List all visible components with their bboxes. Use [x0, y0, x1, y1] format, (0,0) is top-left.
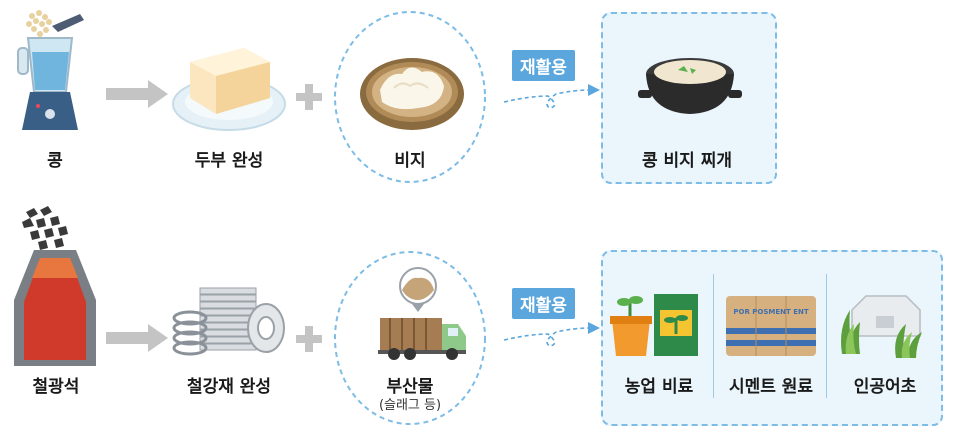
step-soybean-label: 콩: [47, 151, 63, 171]
gray-arrow-icon: [106, 324, 168, 352]
plus-icon: [296, 326, 322, 352]
step-iron-ore-label: 철광석: [32, 377, 80, 397]
okara-circle: [334, 11, 486, 183]
tofu-icon: [172, 48, 286, 131]
recycle-badge: 재활용: [512, 50, 575, 81]
result-fertilizer-label: 농업 비료: [624, 377, 694, 397]
step-steel-label: 철강재 완성: [186, 377, 272, 397]
dashed-arrow-icon: [503, 84, 600, 109]
step-byproduct-label: 부산물: [386, 377, 434, 397]
stew-pot-icon: [638, 58, 742, 114]
step-tofu-label: 두부 완성: [194, 151, 264, 171]
cement-bag-icon: POR POSMENT ENT: [726, 296, 816, 356]
plus-icon: [296, 84, 322, 110]
byproduct-circle: [334, 251, 486, 425]
result-divider: [713, 274, 714, 398]
blender-soybean-icon: [17, 10, 84, 130]
okara-basket-icon: [360, 58, 464, 130]
result-reef-label: 인공어초: [853, 377, 917, 397]
result-divider: [826, 274, 827, 398]
result-stew-label: 콩 비지 찌개: [641, 151, 733, 171]
fertilizer-icon: [610, 294, 698, 356]
result-cement-label: 시멘트 원료: [728, 377, 814, 397]
step-byproduct-sublabel: (슬래그 등): [378, 398, 442, 413]
gray-arrow-icon: [106, 80, 168, 108]
iron-ore-furnace-icon: [14, 206, 96, 366]
dashed-arrow-icon: [503, 322, 600, 347]
cement-bag-text: POR POSMENT ENT: [733, 308, 808, 316]
recycle-badge: 재활용: [512, 288, 575, 319]
step-okara-label: 비지: [394, 151, 426, 171]
artificial-reef-icon: [841, 295, 922, 358]
steel-coil-icon: [172, 287, 285, 356]
slag-truck-icon: [378, 267, 466, 360]
